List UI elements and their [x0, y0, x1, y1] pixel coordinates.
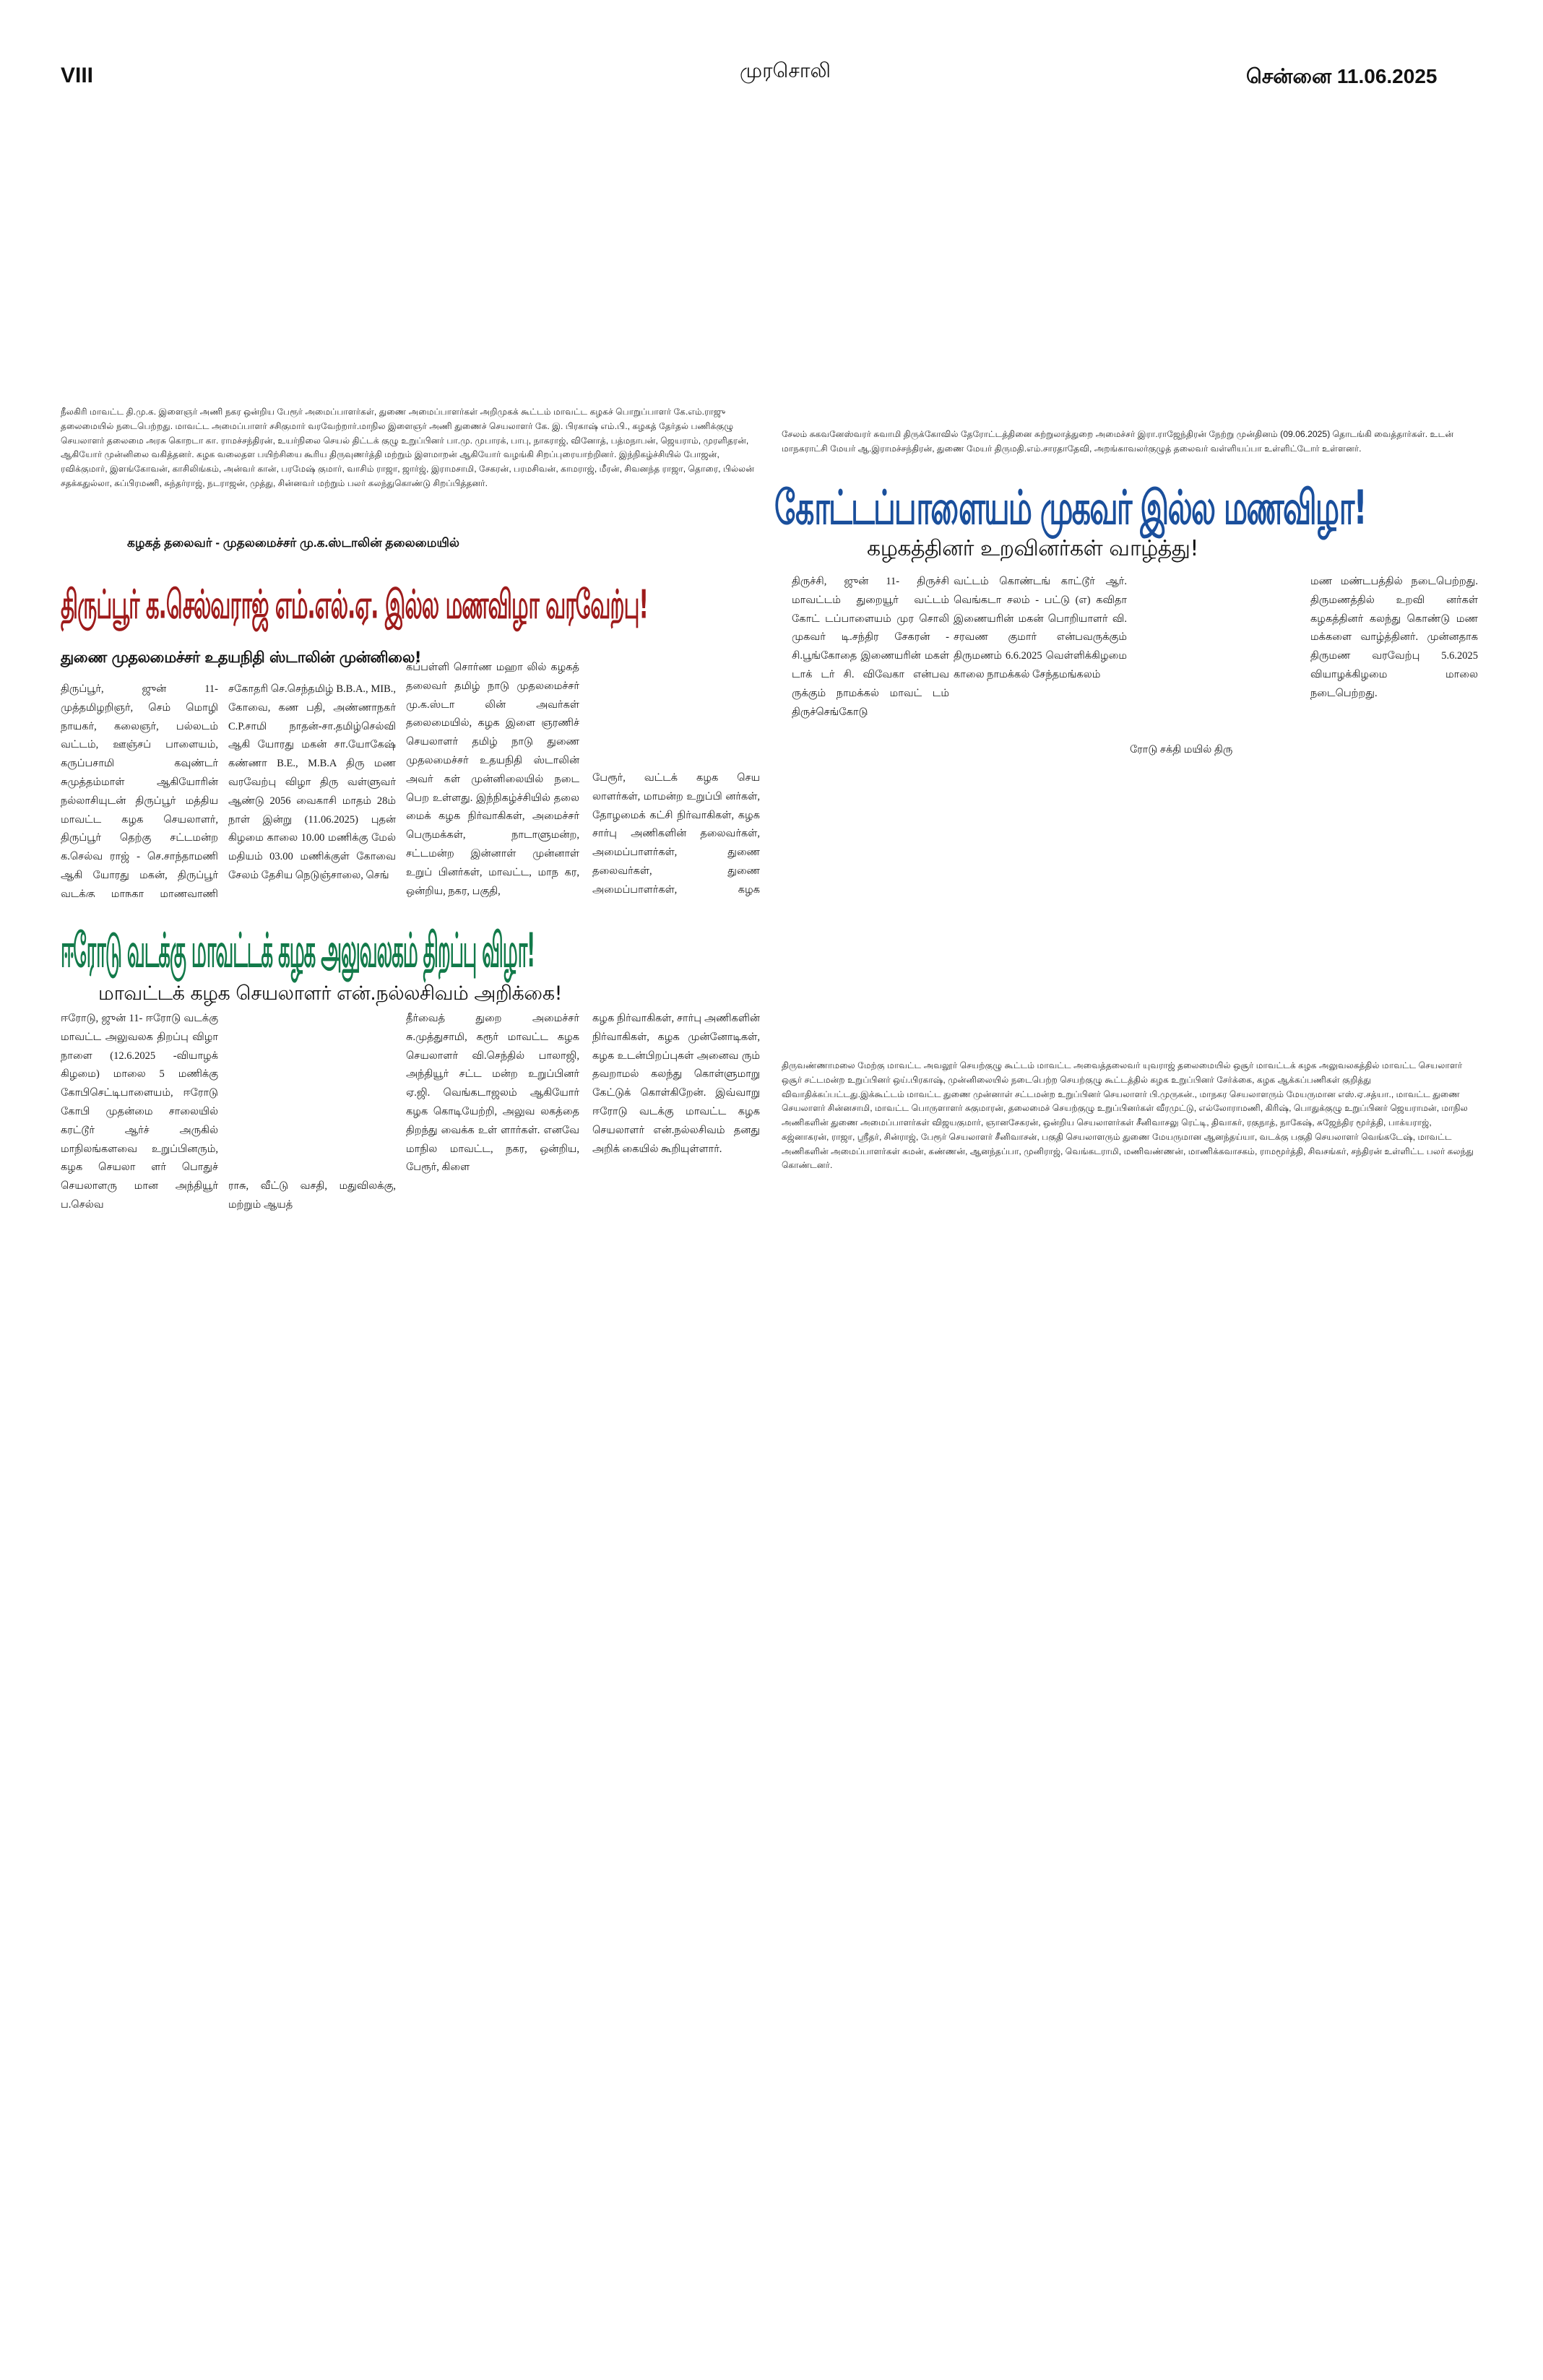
tiruppur-column-2: சகோதரி செ.செந்தமிழ் B.B.A., MIB., கோவை, … — [228, 683, 396, 881]
nilgiri-photo-caption: நீலகிரி மாவட்ட தி.மு.க. இளைஞர் அணி நகர ஒ… — [61, 407, 755, 488]
erode-column-4: கழக நிர்வாகிகள், சார்பு அணிகளின் நிர்வாக… — [592, 1013, 760, 1155]
page-number: VIII — [61, 64, 94, 87]
tiruppur-column-1: திருப்பூர், ஜுன் 11- முத்தமிழறிஞர், செம்… — [61, 683, 218, 897]
paper-name: முரசொலி — [740, 59, 831, 82]
tiruppur-headline: திருப்பூர் க.செல்வராஜ் எம்.எல்.ஏ. இல்ல ம… — [61, 582, 649, 628]
tiruppur-kicker: கழகத் தலைவர் - முதலமைச்சர் மு.க.ஸ்டாலின்… — [127, 536, 460, 550]
kottapalayam-column-3: ரோடு சக்தி மயில் திரு — [1130, 744, 1233, 756]
kottapalayam-headline: கோட்டப்பாளையம் முகவர் இல்ல மணவிழா! — [774, 480, 1367, 535]
erode-column-1: ஈரோடு, ஜுன் 11- ஈரோடு வடக்கு மாவட்ட அலுவ… — [61, 1013, 218, 1211]
erode-subhead: மாவட்டக் கழக செயலாளர் என்.நல்லசிவம் அறிக… — [98, 982, 562, 1005]
erode-column-2: ராசு, வீட்டு வசதி, மதுவிலக்கு, மற்றும் ஆ… — [228, 1180, 396, 1211]
erode-column-3: தீர்வைத் துறை அமைச்சர் சு.முத்துசாமி, கர… — [406, 1013, 579, 1174]
tiruvannamalai-photo-caption: திருவண்ணாமலை மேற்கு மாவட்ட அவலூர் செயற்க… — [782, 1060, 1474, 1171]
kottapalayam-column-2: வட்டம் கொண்டங் காட்டூர் ஆர். வெங்கடா சலம… — [954, 576, 1127, 680]
tiruppur-column-3: கப்பள்ளி சொர்ண மஹா லில் கழகத் தலைவர் தமி… — [406, 662, 579, 897]
salem-photo-caption: சேலம் சுகவனேஸ்வரர் சுவாமி திருக்கோவில் த… — [782, 429, 1454, 454]
tiruppur-subhead: துணை முதலமைச்சர் உதயநிதி ஸ்டாலின் முன்னி… — [61, 649, 422, 666]
tiruppur-column-4: பேரூர், வட்டக் கழக செய லாளர்கள், மாமன்ற … — [592, 772, 760, 896]
erode-headline: ஈரோடு வடக்கு மாவட்டக் கழக அலுவலகம் திறப்… — [61, 923, 535, 978]
kottapalayam-column-4: மண மண்டபத்தில் நடைபெற்றது. திருமணத்தில் … — [1310, 576, 1478, 699]
kottapalayam-subhead: கழகத்தினர் உறவினர்கள் வாழ்த்து! — [867, 536, 1198, 561]
kottapalayam-column-1: திருச்சி, ஜுன் 11- திருச்சி மாவட்டம் துற… — [792, 576, 949, 718]
date-line: சென்னை 11.06.2025 — [1246, 65, 1438, 87]
